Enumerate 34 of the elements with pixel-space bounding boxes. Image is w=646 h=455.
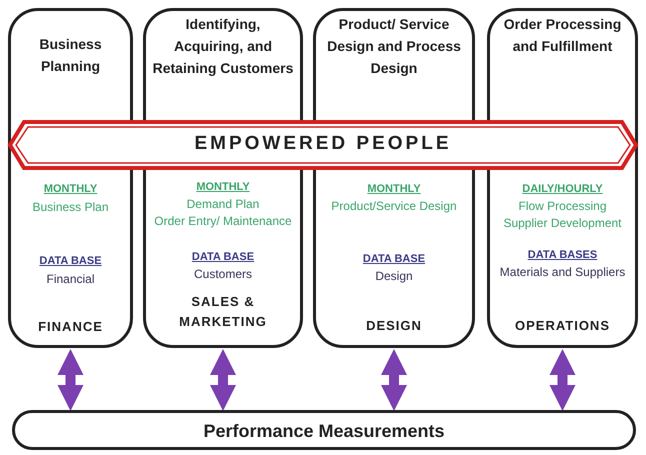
database-heading: DATA BASE [362,252,426,267]
database-item: Customers [192,266,253,283]
banner [6,118,640,172]
schedule-item: Supplier Development [502,215,623,232]
double-arrow [381,349,407,411]
database-heading: DATA BASE [190,250,256,265]
column-heading: Identifying, Acquiring, and Retaining Customers [152,15,294,78]
banner-title: EMPOWERED PEOPLE [193,133,453,155]
department-label: OPERATIONS [514,317,611,335]
bar-title: Performance Measurements [202,421,446,442]
double-arrow [210,349,236,411]
column-heading: Product/ Service Design and Process Design [326,15,462,78]
schedule-item: Demand Plan [186,196,260,213]
schedule-item: Order Entry/ Maintenance [153,213,293,230]
schedule-item: Business Plan [31,199,110,216]
database-heading: DATA BASE [38,254,103,269]
schedule-item: Product/Service Design [330,198,458,215]
department-label: DESIGN [365,317,423,335]
measurement-bar [12,410,636,450]
schedule-item: Flow Processing [517,198,608,215]
database-item: Financial [45,271,96,288]
schedule-heading: MONTHLY [366,182,422,197]
schedule-heading: MONTHLY [195,180,251,195]
database-item: Design [374,268,414,285]
schedule-heading: MONTHLY [42,182,98,197]
column-heading: Order Processing and Fulfillment [502,15,622,56]
department-label: SALES & MARKETING [178,293,268,331]
double-arrow [58,349,84,411]
double-arrow [550,349,576,411]
schedule-heading: DAILY/HOURLY [521,182,604,197]
database-item: Materials and Suppliers [498,264,626,281]
database-heading: DATA BASES [526,248,598,263]
department-label: FINANCE [37,318,104,336]
column-heading: Business Planning [38,35,103,76]
